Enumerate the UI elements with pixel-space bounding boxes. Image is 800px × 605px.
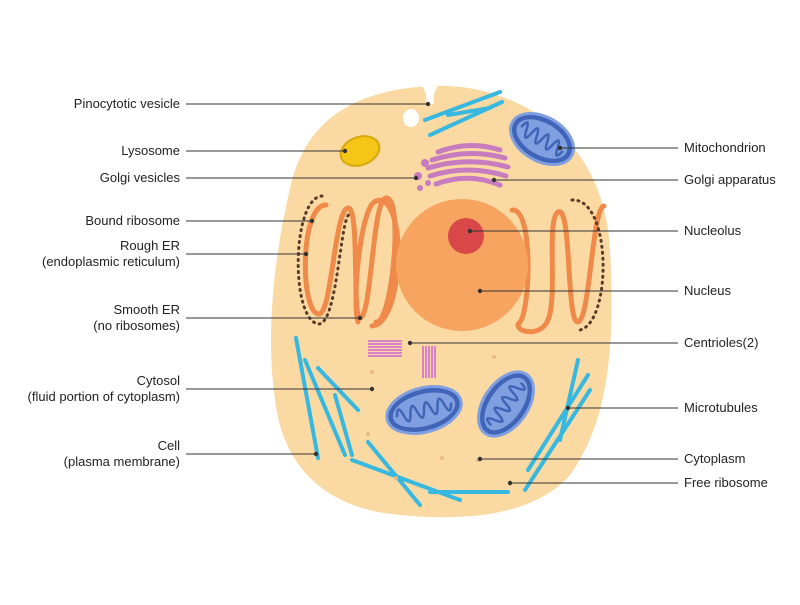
- mitochondrion-bottom-right: [477, 370, 535, 438]
- smooth-er-leader-dot: [357, 315, 363, 321]
- bound-ribosome-leader-dot: [309, 218, 315, 224]
- cytosol-label-line-2: (fluid portion of cytoplasm): [27, 389, 180, 404]
- golgi-cisterna: [433, 175, 503, 188]
- leader-lines: [186, 101, 678, 486]
- microtubule: [446, 106, 492, 117]
- golgi-apparatus-label-line-1: Golgi apparatus: [684, 172, 776, 187]
- microtubule: [423, 90, 502, 122]
- microtubule: [523, 388, 592, 492]
- cytoplasm-label: Cytoplasm: [684, 451, 745, 467]
- rough-er-label-line-1: Rough ER: [120, 238, 180, 253]
- smooth-er-label-line-2: (no ribosomes): [93, 318, 180, 333]
- nucleolus-label: Nucleolus: [684, 223, 741, 239]
- nucleolus-label-line-1: Nucleolus: [684, 223, 742, 238]
- cytosol-label: Cytosol(fluid portion of cytoplasm): [28, 373, 180, 405]
- cell-body: [271, 85, 612, 518]
- nucleolus: [448, 218, 484, 254]
- cell-label-line-2: (plasma membrane): [63, 454, 180, 469]
- cell-label-line-1: Cell: [157, 438, 180, 453]
- centrioles-label-line-1: Centrioles(2): [684, 335, 759, 350]
- pinocytotic-vesicle-label-line-1: Pinocytotic vesicle: [73, 96, 180, 111]
- bound-ribosomes-left: [296, 194, 352, 326]
- microtubules-leader-dot: [565, 405, 571, 411]
- cytosol-label-line-1: Cytosol: [136, 373, 180, 388]
- microtubule: [558, 358, 580, 442]
- microtubule: [526, 373, 590, 472]
- lysosome-label: Lysosome: [121, 143, 180, 159]
- free-ribosome: [492, 355, 496, 359]
- free-ribosome: [440, 456, 444, 460]
- bound-ribosome-label-line-1: Bound ribosome: [85, 213, 180, 228]
- pinocytotic-vesicle: [403, 109, 419, 127]
- lysosome: [339, 135, 381, 167]
- mitochondrion-cristae: [520, 121, 564, 157]
- nucleus-label: Nucleus: [684, 283, 731, 299]
- mitochondrion-top: [509, 111, 575, 167]
- free-ribosome: [366, 432, 370, 436]
- golgi-cisterna: [429, 150, 508, 163]
- cell-leader-dot: [313, 451, 319, 457]
- cytosol-leader-dot: [369, 386, 375, 392]
- rough-er-label-line-2: (endoplasmic reticulum): [42, 254, 180, 269]
- pinocytotic-vesicle-neck: [422, 86, 438, 104]
- microtubule: [303, 358, 347, 457]
- lysosome-label-line-1: Lysosome: [121, 143, 180, 158]
- golgi-cisterna: [425, 159, 511, 171]
- mitochondrion-bottom-left: [385, 385, 463, 435]
- free-ribosome-label-line-1: Free ribosome: [684, 475, 768, 490]
- nucleus-leader-dot: [477, 288, 483, 294]
- golgi-vesicles-label: Golgi vesicles: [100, 170, 180, 186]
- smooth-er: [353, 197, 401, 329]
- smooth-er-label-line-1: Smooth ER: [113, 302, 180, 317]
- free-ribosome: [394, 476, 398, 480]
- mitochondrion-cristae: [395, 397, 453, 423]
- bound-ribosome-label: Bound ribosome: [85, 213, 180, 229]
- golgi-vesicles-leader-dot: [413, 175, 419, 181]
- free-ribosome-leader-dot: [507, 480, 513, 486]
- bound-ribosomes-right: [570, 198, 605, 332]
- centrioles: [368, 340, 436, 378]
- mitochondrion-label-line-1: Mitochondrion: [684, 140, 766, 155]
- centrioles-leader-dot: [407, 340, 413, 346]
- free-ribosome: [370, 370, 374, 374]
- centrioles-label: Centrioles(2): [684, 335, 758, 351]
- golgi-cisterna: [427, 167, 509, 179]
- microtubule: [294, 336, 320, 460]
- pinocytotic-vesicle-label: Pinocytotic vesicle: [74, 96, 180, 112]
- mitochondrion-leader-dot: [557, 145, 563, 151]
- rough-er-label: Rough ER(endoplasmic reticulum): [42, 238, 180, 270]
- golgi-vesicle: [421, 159, 429, 167]
- golgi-vesicles-label-line-1: Golgi vesicles: [99, 170, 180, 185]
- mitochondrion-cristae: [485, 381, 527, 427]
- golgi-apparatus-label: Golgi apparatus: [684, 172, 776, 188]
- rough-er-right: [509, 203, 607, 335]
- golgi-vesicle: [425, 180, 431, 186]
- microtubule: [333, 393, 354, 457]
- nucleolus-leader-dot: [467, 228, 473, 234]
- microtubules-label: Microtubules: [684, 400, 758, 416]
- mitochondrion-label: Mitochondrion: [684, 140, 766, 156]
- nucleus: [396, 199, 528, 331]
- cytoplasm-leader-dot: [477, 456, 483, 462]
- microtubules-label-line-1: Microtubules: [684, 400, 758, 415]
- golgi-vesicle: [417, 185, 423, 191]
- smooth-er-label: Smooth ER(no ribosomes): [93, 302, 180, 334]
- free-ribosome-label: Free ribosome: [684, 475, 768, 491]
- golgi-apparatus-leader-dot: [491, 177, 497, 183]
- golgi-cisterna: [435, 142, 503, 155]
- lysosome-leader-dot: [342, 148, 348, 154]
- cell-label: Cell(plasma membrane): [64, 438, 180, 470]
- cytoplasm-label-line-1: Cytoplasm: [684, 451, 746, 466]
- pinocytotic-vesicle-leader-dot: [425, 101, 431, 107]
- nucleus-label-line-1: Nucleus: [684, 283, 731, 298]
- rough-er-leader-dot: [303, 251, 309, 257]
